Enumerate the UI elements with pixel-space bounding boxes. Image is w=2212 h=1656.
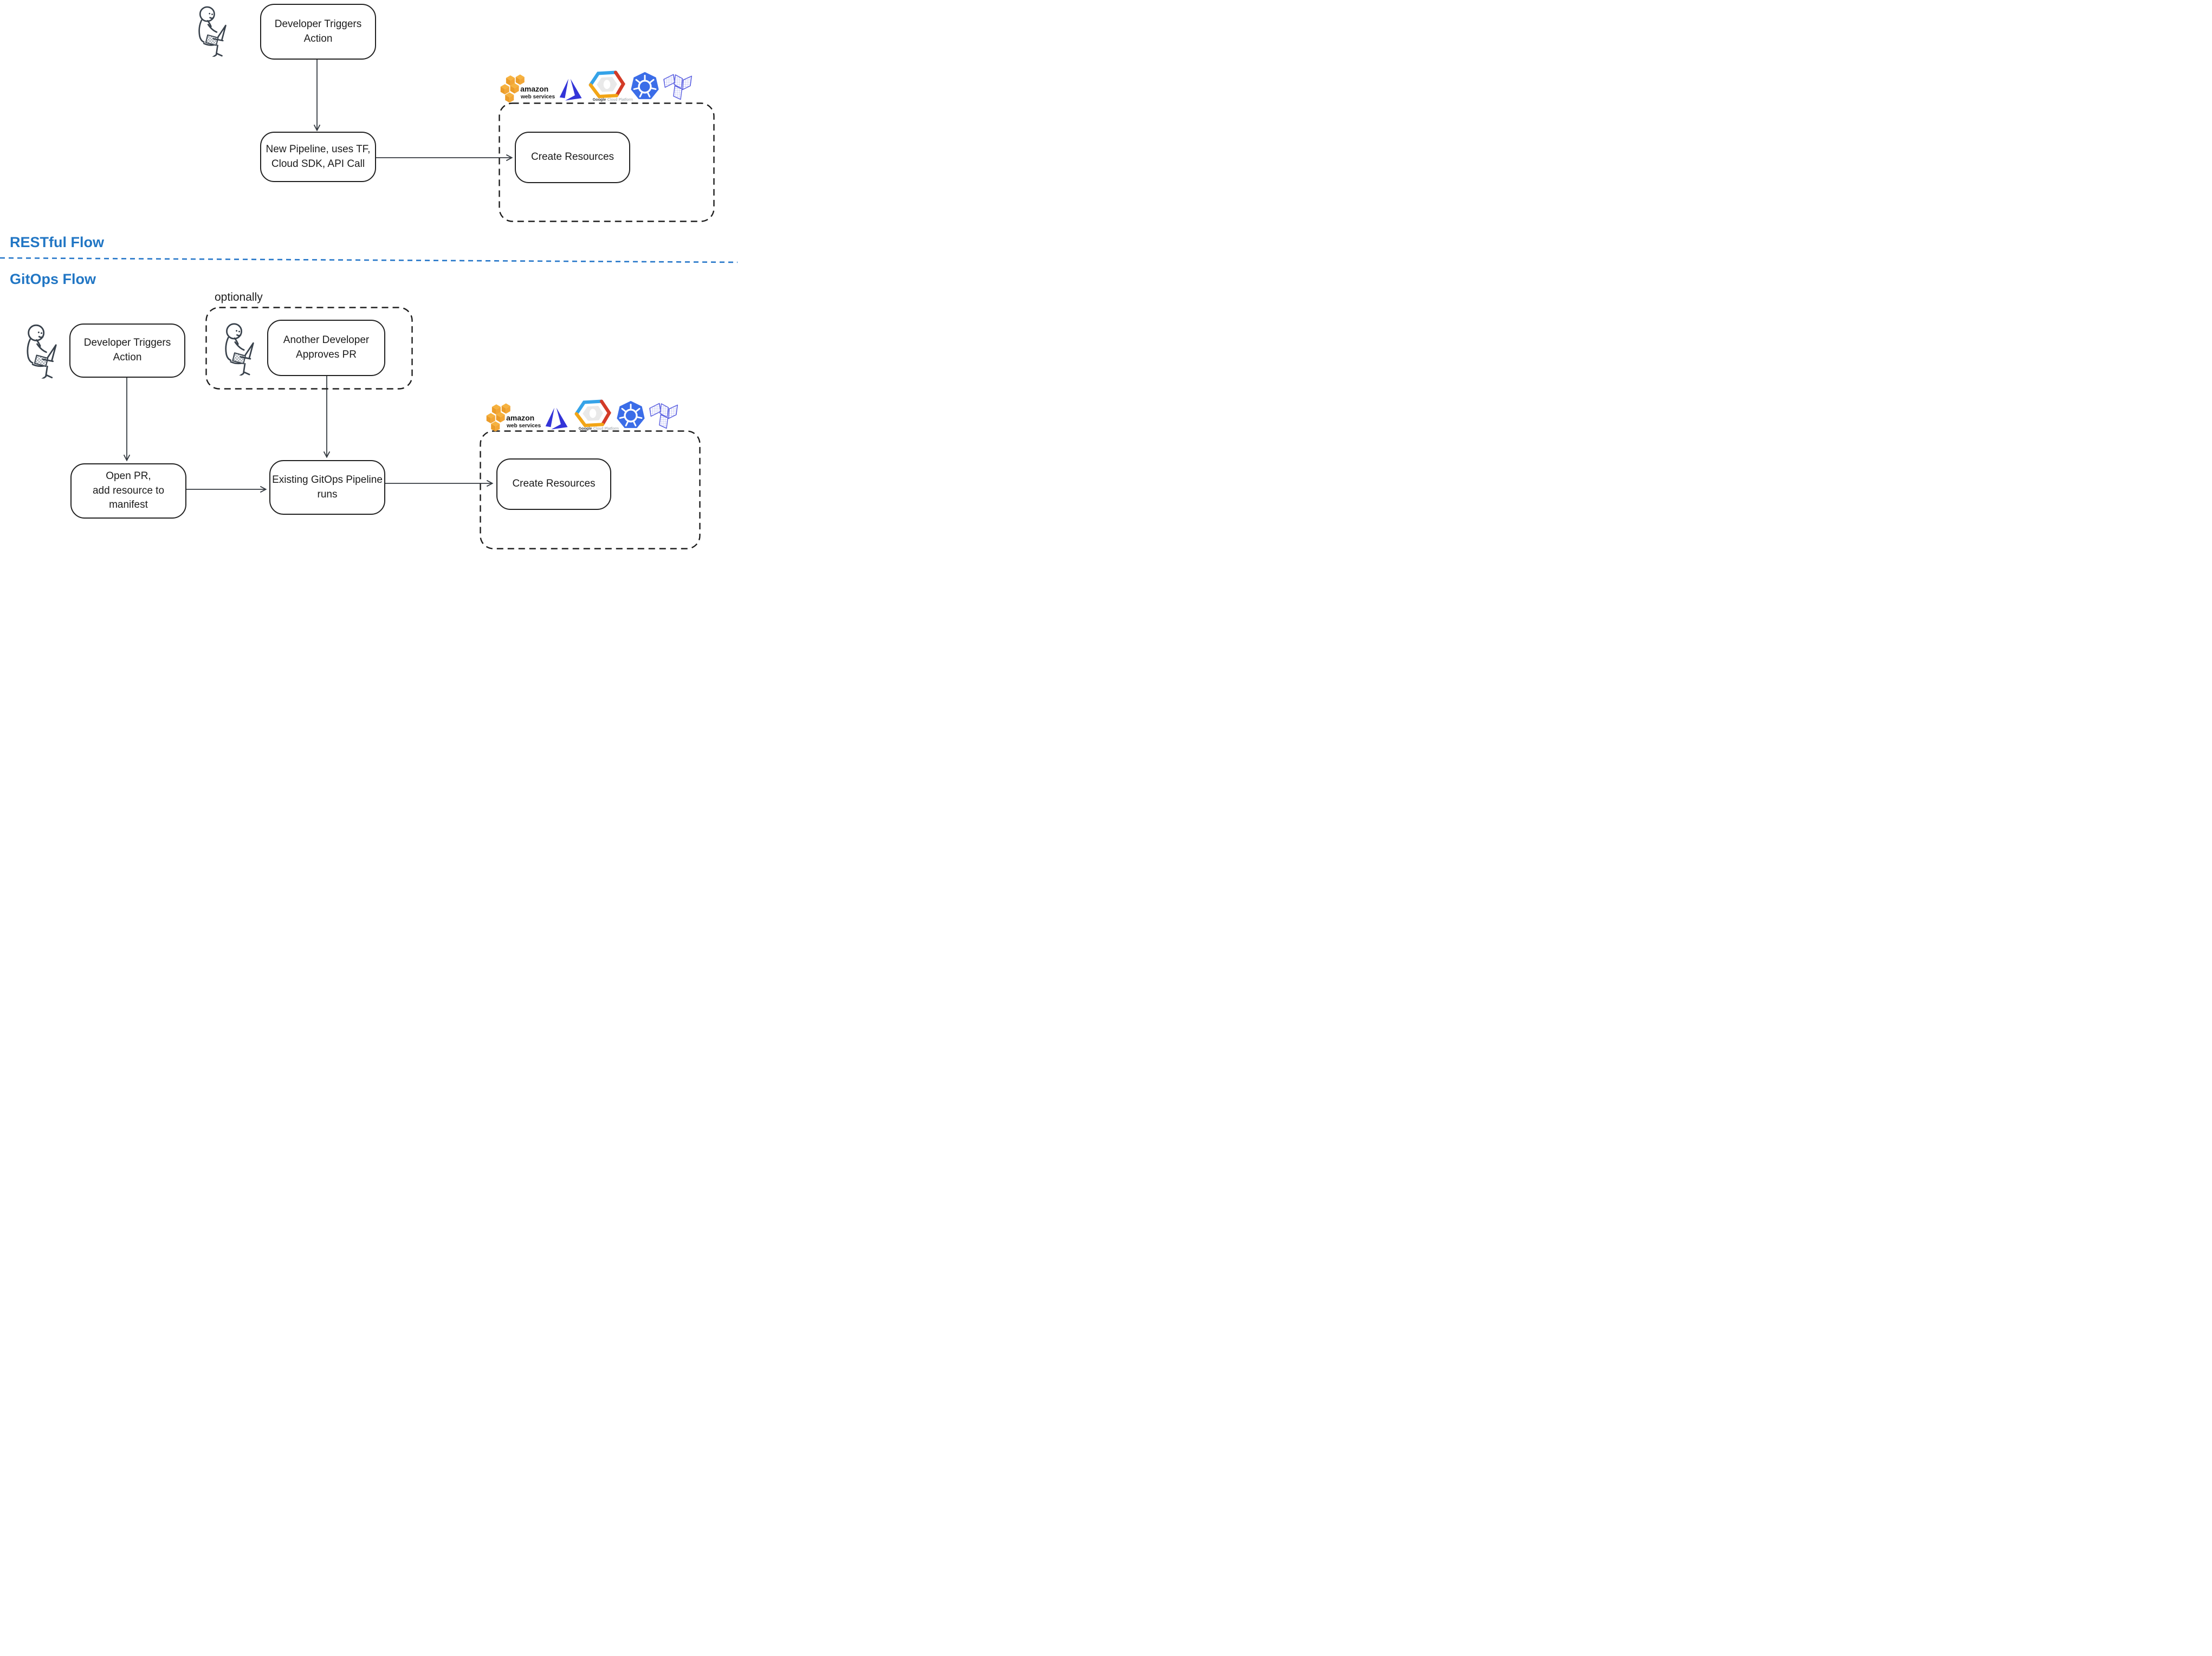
diagram-canvas: Developer Triggers Action New Pipeline, … bbox=[0, 0, 738, 552]
aws-logo: amazon web services bbox=[500, 74, 555, 103]
gitops-approve-box: Another Developer Approves PR bbox=[267, 320, 385, 376]
gcp-platform-text: Cloud Platform bbox=[593, 426, 619, 431]
terraform-logo bbox=[649, 403, 678, 429]
box-label-line: Create Resources bbox=[512, 478, 596, 490]
gcp-platform-text: Cloud Platform bbox=[607, 98, 633, 102]
developer-icon bbox=[197, 5, 228, 57]
restful-create-box: Create Resources bbox=[515, 132, 630, 183]
box-label-line: manifest bbox=[109, 499, 148, 511]
gitops-create-box: Create Resources bbox=[496, 458, 611, 510]
gitops-cloud-boundary: Create Resources bbox=[480, 430, 701, 549]
gcp-brand-text: Google bbox=[593, 98, 606, 102]
box-label-line: Approves PR bbox=[296, 349, 357, 360]
box-label-line: Another Developer bbox=[283, 334, 370, 346]
gitops-openpr-box: Open PR, add resource to manifest bbox=[70, 463, 186, 519]
aws-subtext: web services bbox=[506, 423, 541, 429]
kubernetes-logo bbox=[617, 400, 645, 428]
aws-subtext: web services bbox=[520, 94, 555, 100]
aws-wordmark: amazon bbox=[520, 85, 548, 93]
aws-cubes bbox=[486, 403, 510, 432]
box-label-line: Create Resources bbox=[531, 151, 615, 163]
flow-arrows bbox=[0, 58, 738, 493]
developer-icon bbox=[25, 324, 58, 379]
restful-flow-heading: RESTful Flow bbox=[10, 234, 104, 250]
box-label-line: Open PR, bbox=[106, 470, 151, 482]
box-label-line: Action bbox=[113, 352, 142, 363]
kubernetes-logo bbox=[631, 72, 659, 99]
restful-trigger-box: Developer Triggers Action bbox=[260, 4, 376, 60]
box-label-line: New Pipeline, uses TF, bbox=[266, 143, 371, 155]
box-label-line: add resource to bbox=[92, 484, 165, 496]
azure-logo bbox=[559, 79, 582, 101]
box-label-line: Existing GitOps Pipeline bbox=[272, 474, 383, 486]
azure-logo bbox=[545, 407, 568, 430]
cloud-logo-row: amazon web services Google Cloud Platfor… bbox=[486, 397, 678, 432]
aws-logo: amazon web services bbox=[486, 403, 541, 432]
box-label-line: Developer Triggers bbox=[83, 337, 171, 349]
dashed-border bbox=[205, 307, 413, 390]
gcp-logo: Google Cloud Platform bbox=[574, 399, 619, 431]
box-label-line: runs bbox=[317, 488, 338, 500]
optional-approval-boundary bbox=[205, 307, 413, 390]
restful-pipeline-box: New Pipeline, uses TF, Cloud SDK, API Ca… bbox=[260, 132, 376, 182]
box-label-line: Cloud SDK, API Call bbox=[271, 158, 365, 170]
cloud-logo-row: amazon web services Google Cloud Platfor… bbox=[500, 68, 693, 103]
dashed-border bbox=[499, 102, 715, 222]
gitops-flow-heading: GitOps Flow bbox=[10, 271, 96, 287]
developer-icon bbox=[224, 322, 255, 376]
gitops-pipeline-box: Existing GitOps Pipeline runs bbox=[269, 460, 385, 515]
optionally-label: optionally bbox=[215, 291, 263, 303]
gitops-trigger-box: Developer Triggers Action bbox=[69, 324, 185, 378]
gcp-brand-text: Google bbox=[579, 426, 592, 431]
gcp-logo: Google Cloud Platform bbox=[588, 70, 633, 102]
section-divider bbox=[0, 257, 738, 263]
aws-cubes bbox=[500, 74, 525, 103]
aws-wordmark: amazon bbox=[506, 413, 534, 422]
box-label-line: Developer Triggers bbox=[274, 18, 362, 30]
restful-cloud-boundary: Create Resources bbox=[499, 102, 715, 222]
box-label-line: Action bbox=[303, 33, 333, 44]
terraform-logo bbox=[663, 74, 693, 100]
